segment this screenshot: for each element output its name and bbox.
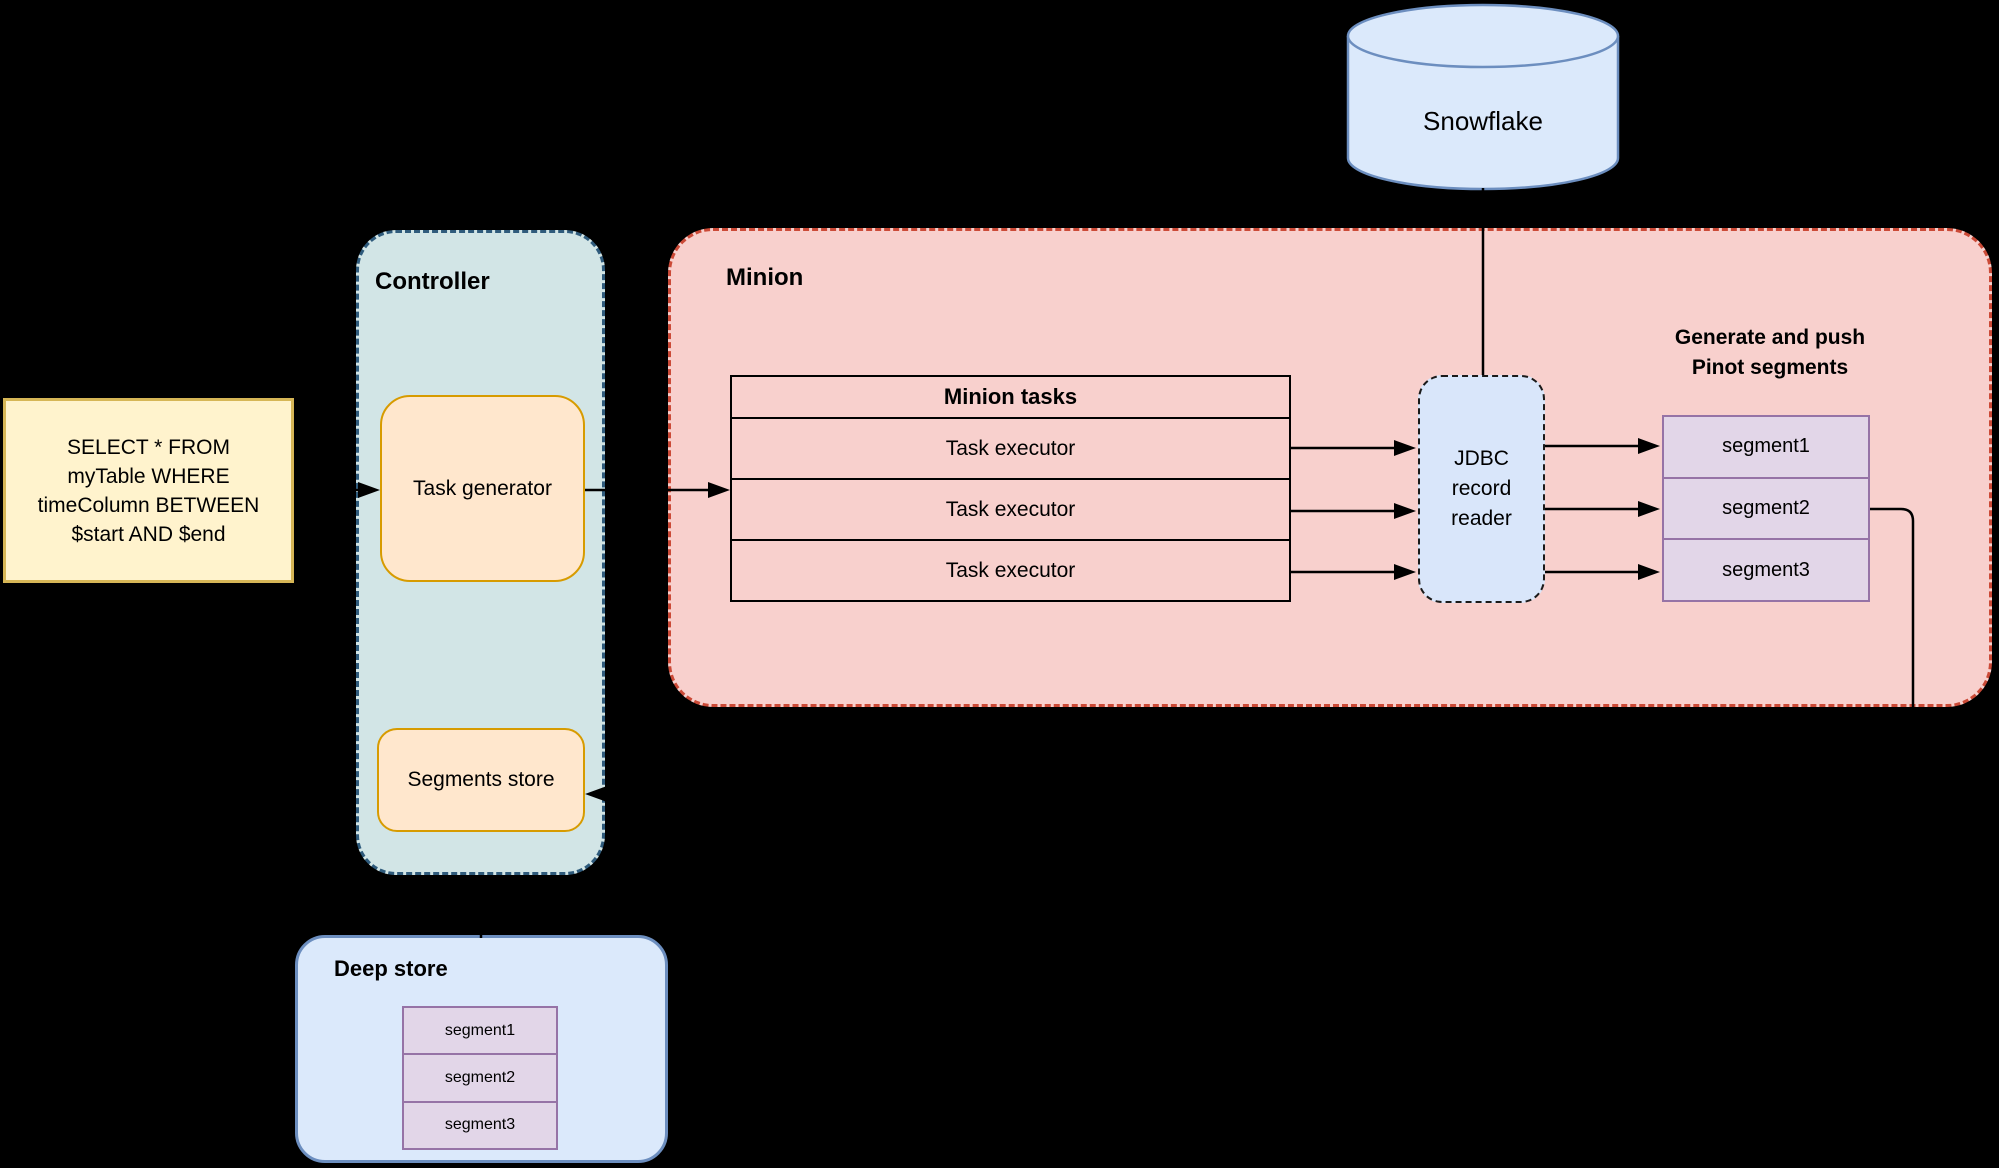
jdbc-record-reader-label: JDBC record reader [1451,447,1512,530]
deep-store-title: Deep store [334,956,448,981]
segments-store-label: Segments store [407,768,555,791]
minion-title: Minion [726,264,804,291]
task-generator-node: Task generator [380,395,585,582]
minion-tasks-table: Minion tasks Task executor Task executor… [730,375,1291,602]
task-executor-row: Task executor [732,478,1289,539]
deep-store-segment-stack: segment1 segment2 segment3 [402,1006,558,1150]
minion-segment-stack: segment1 segment2 segment3 [1662,415,1870,602]
minion-tasks-header: Minion tasks [943,384,1078,409]
generate-push-annotation: Generate and push Pinot segments [1674,326,1866,379]
segment-item: segment2 [1664,476,1868,539]
controller-title: Controller [375,268,490,295]
sql-query-text: SELECT * FROM myTable WHERE timeColumn B… [37,435,260,546]
segment-item: segment3 [404,1100,556,1148]
task-generator-label: Task generator [413,476,552,500]
task-executor-row: Task executor [732,417,1289,478]
snowflake-label: Snowflake [1423,106,1543,136]
segment-item: segment1 [404,1008,556,1054]
segment-item: segment1 [1664,417,1868,477]
segment-item: segment3 [1664,538,1868,601]
sql-query-node: SELECT * FROM myTable WHERE timeColumn B… [3,398,294,583]
jdbc-record-reader-node: JDBC record reader [1418,375,1545,603]
task-executor-row: Task executor [732,539,1289,600]
segment-item: segment2 [404,1053,556,1101]
segments-store-node: Segments store [377,728,585,832]
snowflake-database-node: Snowflake [1346,2,1620,192]
database-cylinder-icon [1346,3,1620,191]
